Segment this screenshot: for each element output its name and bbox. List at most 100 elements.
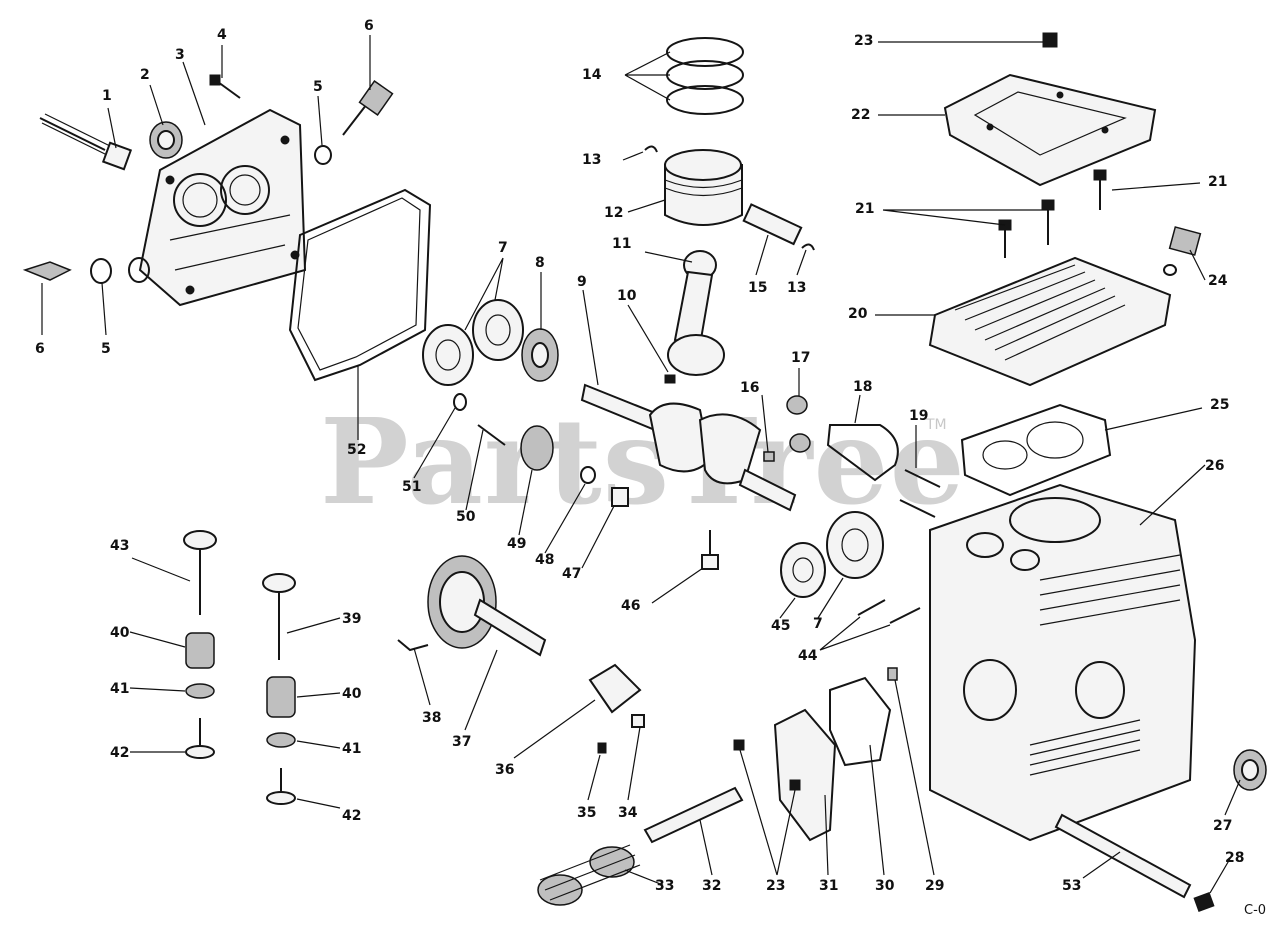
callout-2: 2: [140, 67, 150, 83]
callout-1: 1: [102, 88, 112, 104]
piston-clip-part-13b: [801, 243, 815, 251]
callout-32: 32: [702, 878, 722, 894]
callout-49: 49: [507, 536, 527, 552]
callout-6: 6: [364, 18, 374, 34]
callout-14: 14: [582, 67, 602, 83]
crankcase-cover-part: [138, 108, 307, 307]
callout-17: 17: [791, 350, 811, 366]
callout-23: 23: [854, 33, 874, 49]
callout-42: 42: [110, 745, 130, 761]
bolt-part-4: [217, 81, 241, 99]
callout-21b: 21: [855, 201, 875, 217]
cylinder-head-part-20: [928, 256, 1172, 387]
callout-18: 18: [853, 379, 873, 395]
callout-41b: 41: [342, 741, 362, 757]
callout-8: 8: [535, 255, 545, 271]
callout-40: 40: [110, 625, 130, 641]
callout-26: 26: [1205, 458, 1225, 474]
callout-6b: 6: [35, 341, 45, 357]
part-24: [1168, 226, 1202, 256]
callout-24: 24: [1208, 273, 1228, 289]
crank-gear-part-8: [521, 328, 559, 382]
valve-part-39: [262, 573, 296, 660]
piston-rings-part-14: [666, 37, 744, 115]
washer-part-48: [580, 466, 596, 484]
callout-30: 30: [875, 878, 895, 894]
callout-47: 47: [562, 566, 582, 582]
callout-20: 20: [848, 306, 868, 322]
bolt-part-47: [611, 487, 629, 507]
callout-16: 16: [740, 380, 760, 396]
callout-53: 53: [1062, 878, 1082, 894]
camshaft-part-37: [427, 555, 547, 657]
part-35: [597, 742, 607, 754]
callout-39: 39: [342, 611, 362, 627]
crankcase-block-part-26: [929, 483, 1197, 842]
push-rod-part-32: [643, 786, 744, 844]
callout-23b: 23: [766, 878, 786, 894]
callout-29: 29: [925, 878, 945, 894]
wire-part-38: [397, 639, 429, 652]
stud-part-19: [899, 469, 941, 518]
callout-34: 34: [618, 805, 638, 821]
ball-bearing-part-7: [422, 299, 524, 386]
callout-5: 5: [313, 79, 323, 95]
nut-part-17: [786, 395, 808, 415]
lifter-part-42: [185, 718, 296, 805]
callout-38: 38: [422, 710, 442, 726]
stud-part-44: [857, 599, 921, 624]
pin-part-50: [477, 424, 506, 446]
callout-35: 35: [577, 805, 597, 821]
callout-31: 31: [819, 878, 839, 894]
callout-13: 13: [582, 152, 602, 168]
connecting-rod-part-11: [667, 250, 725, 376]
gasket-part-30: [829, 676, 892, 767]
callout-36: 36: [495, 762, 515, 778]
ball-bearing-part-7-lower: [826, 511, 884, 579]
valve-spring-part-40: [185, 632, 296, 718]
piston-pin-part-15: [742, 203, 803, 246]
leader-lines: [41, 35, 1241, 894]
callout-10: 10: [617, 288, 637, 304]
cover-part-31: [773, 708, 837, 842]
callout-40b: 40: [342, 686, 362, 702]
dipstick-part-6: [342, 79, 394, 136]
callout-25: 25: [1210, 397, 1230, 413]
ball-bearing-part-45: [780, 542, 826, 598]
callout-27: 27: [1213, 818, 1233, 834]
callout-48: 48: [535, 552, 555, 568]
callout-50: 50: [456, 509, 476, 525]
spring-part-33: [537, 844, 641, 906]
bolt-part-1: [39, 113, 133, 171]
callout-15: 15: [748, 280, 768, 296]
gasket-part-52: [288, 188, 432, 382]
callout-41: 41: [110, 681, 130, 697]
washer-part-5-left: [90, 258, 112, 284]
callout-37: 37: [452, 734, 472, 750]
bolt-part-21: [1004, 175, 1101, 258]
callout-7b: 7: [813, 616, 823, 632]
piston-part-12: [664, 149, 743, 226]
callout-33: 33: [655, 878, 675, 894]
head-gasket-part-25: [960, 403, 1112, 497]
part-16: [763, 451, 775, 462]
shaft-part-53: [1054, 813, 1192, 899]
callout-51: 51: [402, 479, 422, 495]
bolt-part-23: [733, 739, 745, 751]
trademark-mark: TM: [926, 417, 947, 433]
callout-22: 22: [851, 107, 871, 123]
callout-44: 44: [798, 648, 818, 664]
piston-clip-part-13: [644, 145, 658, 153]
governor-part-36: [588, 663, 642, 714]
callout-21: 21: [1208, 174, 1228, 190]
valve-part-43: [183, 530, 217, 615]
callout-42b: 42: [342, 808, 362, 824]
callout-5b: 5: [101, 341, 111, 357]
breather-part-18: [826, 424, 899, 482]
part-34: [631, 714, 645, 728]
callout-9: 9: [577, 274, 587, 290]
drain-plug-part-6: [22, 261, 72, 281]
retainer-part-41: [185, 683, 215, 699]
